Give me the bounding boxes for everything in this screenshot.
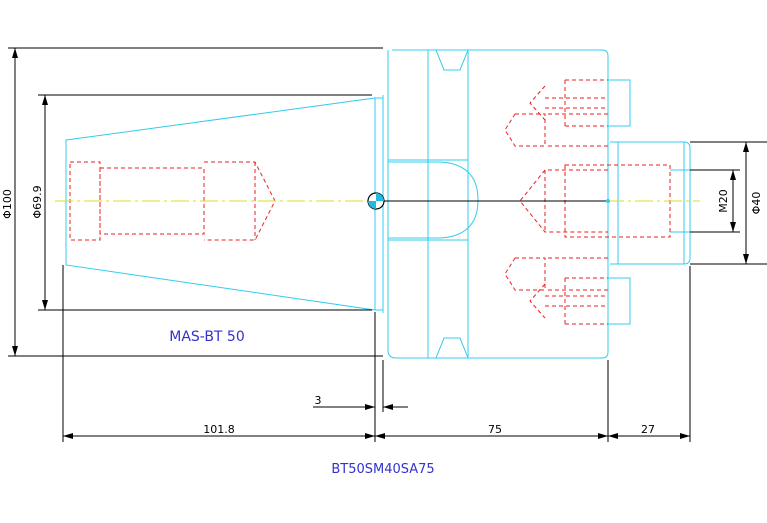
dim-d69-9: Φ69.9 (31, 185, 44, 218)
dimension-lines (8, 47, 767, 442)
centerline (55, 192, 700, 210)
model-code: BT50SM40SA75 (331, 462, 434, 477)
taper-label: MAS-BT 50 (169, 329, 245, 345)
part-outline (65, 49, 691, 359)
dim-gap-3: 3 (315, 394, 322, 407)
dim-27: 27 (641, 423, 655, 436)
dim-m20: M20 (717, 189, 730, 213)
dimension-arrows (12, 48, 749, 439)
dim-75: 75 (488, 423, 502, 436)
dim-101-8: 101.8 (203, 423, 235, 436)
dim-d40: Φ40 (750, 192, 763, 215)
dim-d100: Φ100 (1, 189, 14, 219)
